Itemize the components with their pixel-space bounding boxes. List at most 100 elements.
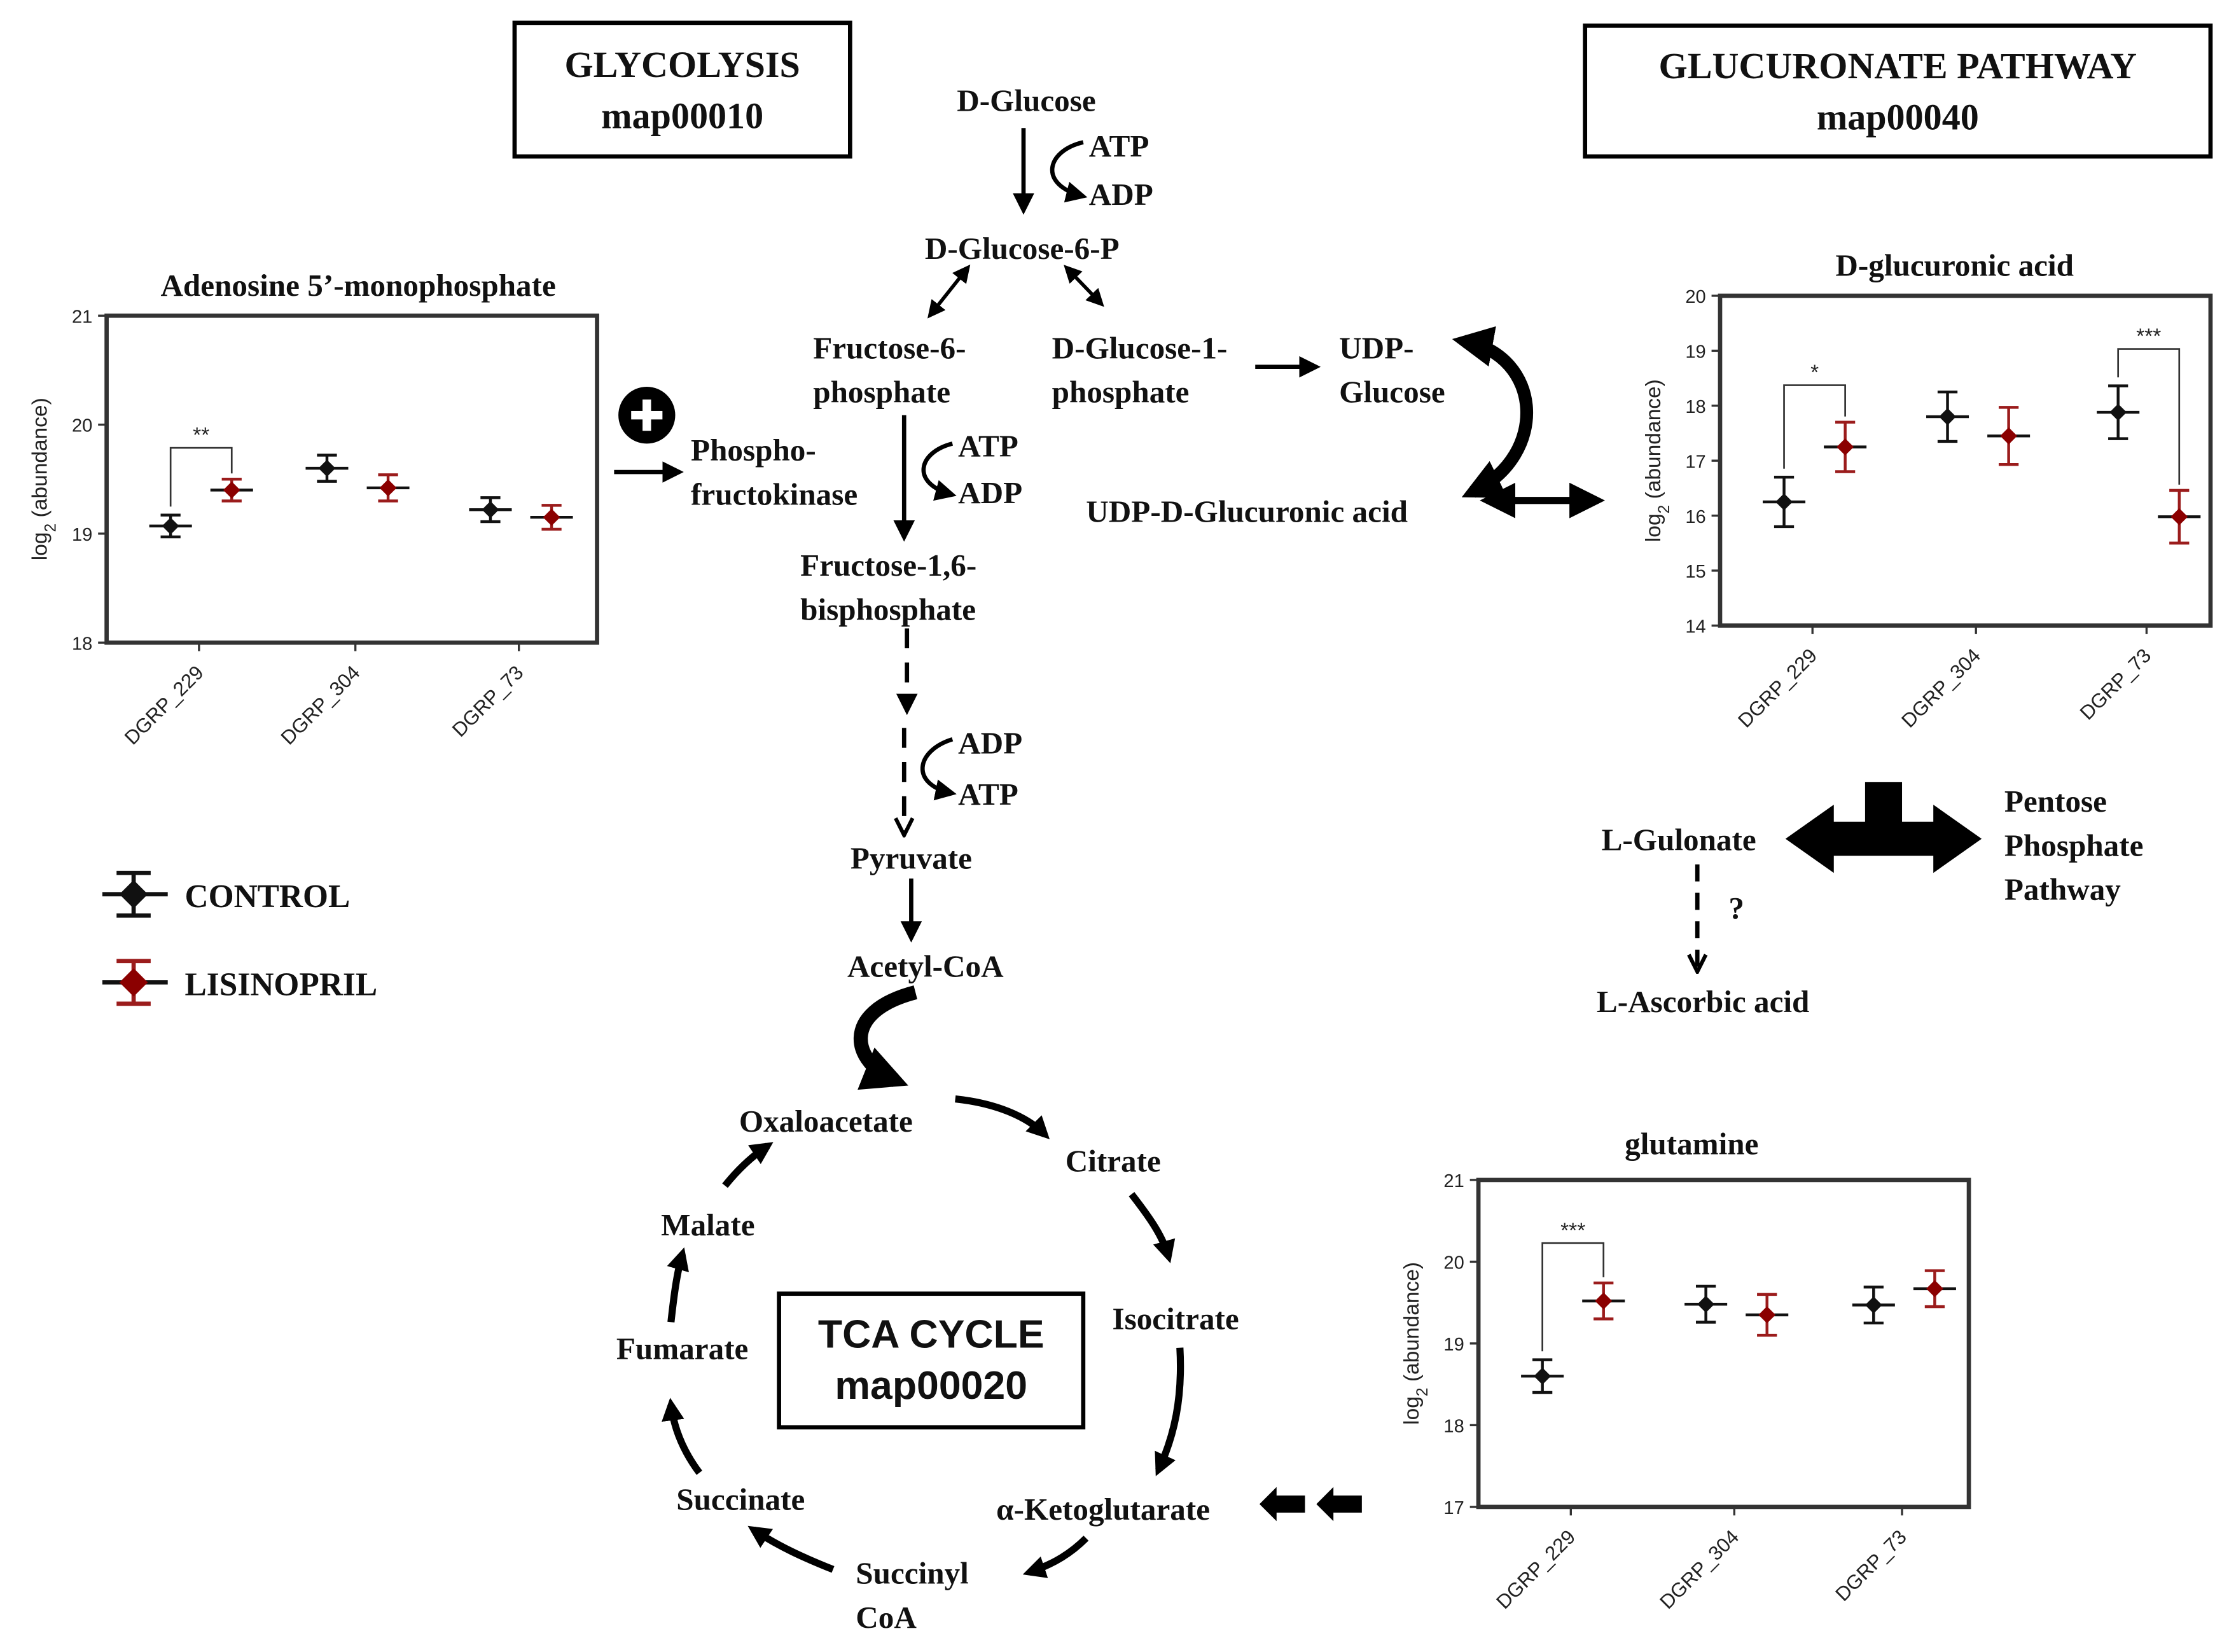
arrow-akg-to-succinyl-coa [1022, 1536, 1089, 1578]
mean-marker [482, 501, 499, 518]
x-tick-label: DGRP_229 [120, 662, 208, 749]
legend-control-marker [119, 880, 148, 909]
data-point [1521, 1358, 1564, 1394]
data-point [1852, 1286, 1895, 1325]
legend-lisinopril: LISINOPRIL [102, 959, 378, 1006]
legend-control: CONTROL [102, 870, 351, 918]
y-tick-label: 20 [72, 416, 92, 436]
y-tick-label: 20 [1685, 287, 1705, 307]
mean-marker [223, 481, 240, 499]
label-adp-2: ADP [958, 475, 1022, 510]
y-tick-label: 21 [72, 307, 92, 327]
x-tick-label: DGRP_73 [2076, 644, 2156, 725]
x-tick-label: DGRP_304 [277, 662, 365, 749]
data-point [1582, 1281, 1625, 1321]
glycolysis-map-id: map00010 [601, 95, 763, 136]
label-fructose-6-phosphate: Fructose-6- [813, 330, 966, 365]
label-pentose-phosphate-pathway-3: Pathway [2004, 872, 2121, 907]
label-udp-glucose: UDP- [1339, 330, 1413, 365]
mean-marker [1864, 1296, 1882, 1314]
tca-map-id: map00020 [835, 1363, 1027, 1408]
label-succinyl-coa-2: CoA [856, 1600, 917, 1635]
data-point [1763, 475, 1806, 529]
y-tick-label: 15 [1685, 562, 1705, 582]
glucuronate-box: GLUCURONATE PATHWAY map00040 [1583, 24, 2213, 159]
y-tick-label: 19 [72, 525, 92, 545]
arrow-atp-adp-2 [921, 441, 957, 501]
significance-label: *** [1560, 1219, 1585, 1242]
arrow-udp-glucose-udp-glucuronic [1452, 326, 1534, 498]
label-phosphofructokinase-2: fructokinase [691, 476, 858, 511]
data-point [366, 473, 410, 503]
y-axis-label: log2 (abundance) [29, 398, 60, 560]
bracket-line [2117, 348, 2181, 485]
mean-marker [162, 517, 179, 535]
x-tick-label: DGRP_73 [448, 662, 528, 742]
plot-frame [104, 313, 599, 645]
legend-lisinopril-label: LISINOPRIL [185, 966, 378, 1003]
y-tick-label: 18 [72, 634, 92, 654]
mean-marker [543, 508, 560, 526]
y-tick-label: 17 [1685, 452, 1705, 472]
label-succinyl-coa: Succinyl [856, 1556, 969, 1591]
tca-title: TCA CYCLE [818, 1312, 1045, 1357]
label-alpha-ketoglutarate: α-Ketoglutarate [996, 1492, 1210, 1527]
data-point [305, 454, 349, 483]
significance-bracket: *** [2117, 325, 2181, 485]
legend: CONTROL LISINOPRIL [102, 870, 378, 1006]
data-point [530, 504, 573, 531]
chart-title: Adenosine 5’-monophosphate [160, 268, 555, 303]
legend-lisinopril-marker [119, 968, 148, 997]
significance-label: ** [193, 424, 209, 447]
mean-marker [1837, 438, 1854, 455]
label-isocitrate: Isocitrate [1112, 1301, 1239, 1336]
label-oxaloacetate: Oxaloacetate [739, 1104, 913, 1139]
x-tick-label: DGRP_304 [1655, 1525, 1743, 1613]
label-l-gulonate: L-Gulonate [1602, 822, 1756, 857]
y-tick-label: 19 [1685, 342, 1705, 363]
x-tick-label: DGRP_229 [1492, 1525, 1580, 1613]
label-question-mark: ? [1728, 891, 1744, 926]
label-udp-glucuronic-acid: UDP-D-Glucuronic acid [1086, 494, 1408, 529]
label-glucose-1-phosphate: D-Glucose-1- [1052, 330, 1228, 365]
significance-bracket: ** [169, 424, 233, 507]
arrow-atp-adp-1 [1050, 140, 1088, 203]
mean-marker [1926, 1280, 1943, 1298]
y-tick-label: 16 [1685, 507, 1705, 527]
y-tick-label: 20 [1443, 1253, 1464, 1274]
y-tick-label: 19 [1443, 1335, 1464, 1355]
arrow-glutamine-to-akg-2 [1259, 1487, 1305, 1522]
mean-marker [1775, 493, 1793, 511]
y-tick-label: 14 [1685, 617, 1705, 637]
arrow-g6p-f6p [927, 264, 971, 319]
mean-marker [2000, 427, 2018, 445]
data-point [1746, 1293, 1789, 1337]
chart-adenosine-monophosphate: Adenosine 5’-monophosphate 18 19 20 21 log2 (… [29, 268, 599, 749]
label-glucose-1-phosphate-2: phosphate [1052, 375, 1190, 410]
arrow-isocitrate-to-akg [1155, 1347, 1184, 1476]
chart-title: glutamine [1625, 1127, 1758, 1162]
glycolysis-title: GLYCOLYSIS [565, 44, 800, 85]
arrow-malate-to-oxaloacetate [722, 1142, 774, 1188]
data-point [210, 478, 253, 503]
label-adp-1: ADP [1089, 177, 1153, 212]
tca-box: TCA CYCLE map00020 [777, 1291, 1086, 1430]
label-succinate: Succinate [676, 1482, 805, 1517]
label-phosphofructokinase: Phospho- [691, 433, 816, 468]
bracket-line [1783, 384, 1846, 469]
label-citrate: Citrate [1066, 1144, 1161, 1179]
label-atp-2: ATP [958, 428, 1018, 463]
mean-marker [1595, 1292, 1613, 1310]
y-tick-label: 18 [1443, 1417, 1464, 1437]
label-atp-3: ATP [958, 777, 1018, 812]
arrow-acetyl-coa-into-cycle [853, 985, 918, 1090]
arrow-succinate-to-fumarate [662, 1398, 702, 1475]
arrow-citrate-to-isocitrate [1128, 1191, 1176, 1263]
tca-arrows [662, 985, 1362, 1578]
label-pyruvate: Pyruvate [851, 841, 972, 876]
mean-marker [1939, 408, 1956, 426]
label-glucose-6-p: D-Glucose-6-P [925, 231, 1120, 266]
legend-control-label: CONTROL [185, 878, 351, 915]
